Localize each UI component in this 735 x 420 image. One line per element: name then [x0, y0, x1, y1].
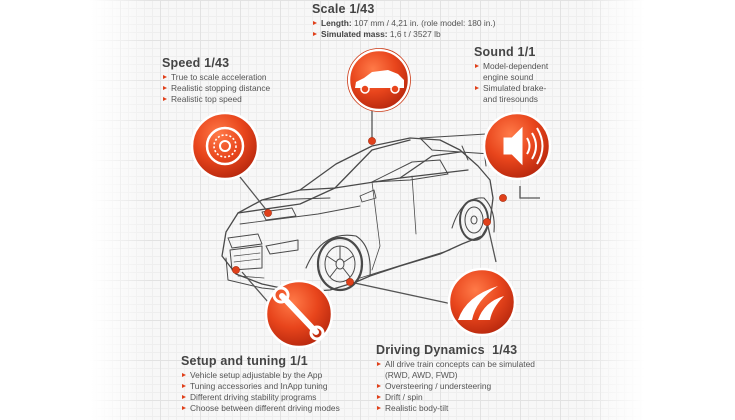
- setup-item: Different driving stability programs: [181, 392, 371, 403]
- dynamics-item: Realistic body-tilt: [376, 403, 576, 414]
- car-outline: [221, 133, 499, 293]
- front-wheel: [316, 236, 364, 292]
- scale-title: Scale 1/43: [312, 2, 375, 16]
- speed-badge: [190, 111, 260, 181]
- sound-title: Sound 1/1: [474, 45, 536, 59]
- dynamics-badge: [447, 267, 517, 337]
- setup-item: Choose between different driving modes: [181, 403, 371, 414]
- dynamics-block: Driving Dynamics 1/43 All drive train co…: [376, 343, 576, 414]
- wrench-icon: [272, 286, 325, 341]
- sound-item: and tiresounds: [483, 94, 538, 104]
- speed-block: Speed 1/43 True to scale acceleration Re…: [162, 56, 302, 105]
- speed-item: Realistic top speed: [162, 94, 302, 105]
- speed-title: Speed 1/43: [162, 56, 230, 70]
- scale-badge: [347, 48, 411, 112]
- sound-item: Simulated brake-: [474, 83, 584, 94]
- sound-badge: [482, 111, 552, 181]
- sound-item: Model-dependent: [474, 61, 584, 72]
- speed-item: True to scale acceleration: [162, 72, 302, 83]
- setup-title: Setup and tuning 1/1: [181, 354, 308, 368]
- dynamics-item: Oversteering / understeering: [376, 381, 576, 392]
- leader-lines: [235, 108, 540, 305]
- scale-length: Length: 107 mm / 4,21 in. (role model: 1…: [312, 18, 532, 29]
- curve-road-icon: [458, 286, 504, 320]
- dynamics-item: Drift / spin: [376, 392, 576, 403]
- setup-block: Setup and tuning 1/1 Vehicle setup adjus…: [181, 354, 371, 414]
- dynamics-item: (RWD, AWD, FWD): [385, 370, 458, 380]
- setup-item: Vehicle setup adjustable by the App: [181, 370, 371, 381]
- speed-item: Realistic stopping distance: [162, 83, 302, 94]
- setup-badge: [264, 279, 334, 349]
- setup-item: Tuning accessories and InApp tuning: [181, 381, 371, 392]
- sound-item: engine sound: [483, 72, 534, 82]
- sound-block: Sound 1/1 Model-dependent engine sound S…: [474, 45, 584, 105]
- dynamics-item: All drive train concepts can be simulate…: [376, 359, 576, 370]
- brake-disc-icon: [205, 126, 245, 166]
- speaker-icon: [503, 126, 544, 166]
- car-silhouette-icon: [355, 70, 404, 88]
- dynamics-title: Driving Dynamics 1/43: [376, 343, 518, 357]
- anchor-dots: [232, 137, 507, 286]
- scale-block: Scale 1/43 Length: 107 mm / 4,21 in. (ro…: [312, 2, 532, 40]
- scale-mass: Simulated mass: 1,6 t / 3527 lb: [312, 29, 532, 40]
